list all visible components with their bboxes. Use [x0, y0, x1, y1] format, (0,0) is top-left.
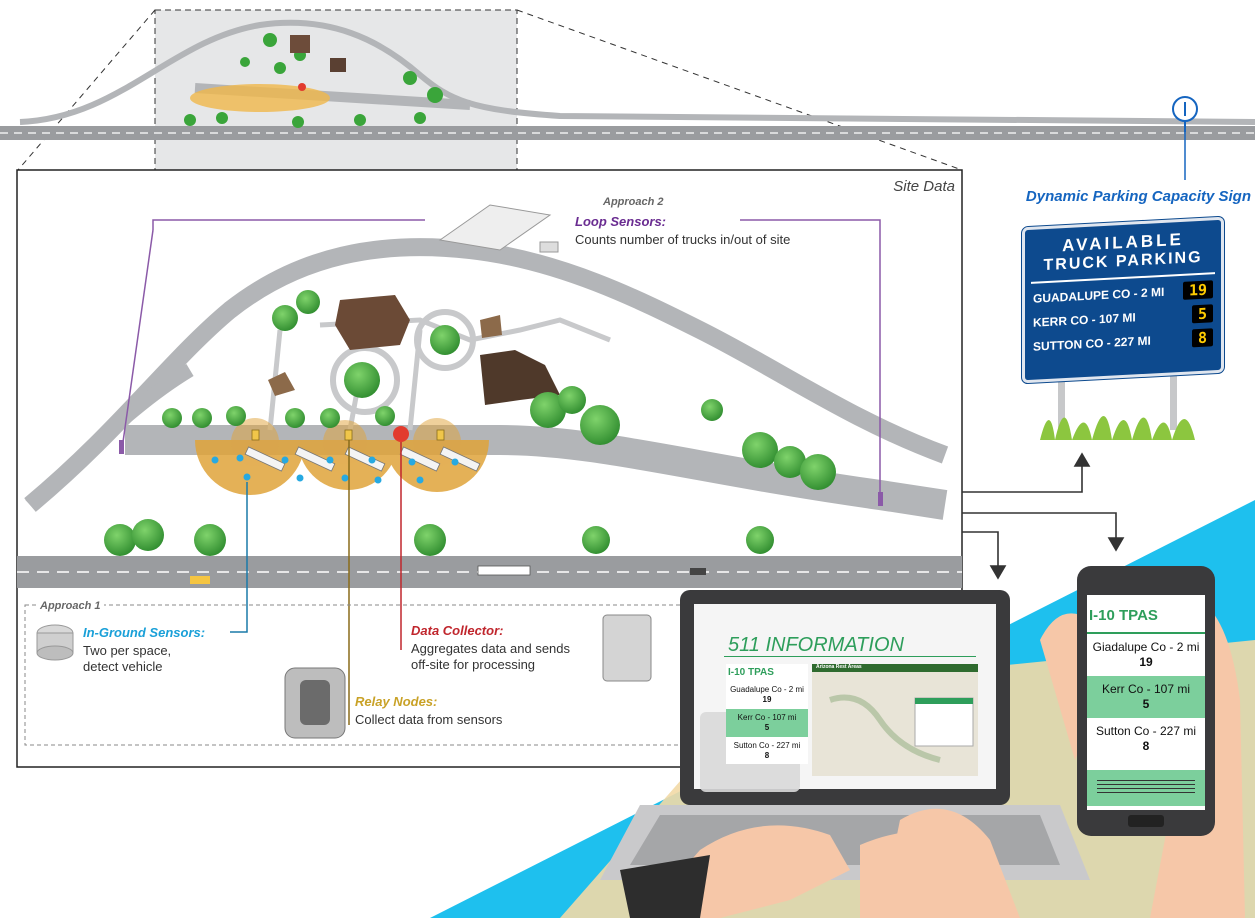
data-collector-dot: [393, 426, 409, 442]
in-ground-sensors-desc-1: Two per space,: [83, 643, 172, 658]
in-ground-sensors-desc-2: detect vehicle: [83, 659, 163, 674]
phone-row-name: Giadalupe Co - 2 mi: [1092, 640, 1200, 654]
sign-row-guadalupe: GUADALUPE CO - 2 MI 19: [1033, 280, 1213, 307]
sign-row-count: 8: [1191, 328, 1213, 348]
overview-strip: [0, 9, 1255, 180]
data-collector-desc-1: Aggregates data and sends: [411, 641, 571, 656]
laptop-screen-divider: [724, 656, 976, 657]
laptop-row-sutton: Sutton Co - 227 mi 8: [726, 737, 808, 765]
phone-brand: I-10 TPAS: [1087, 595, 1205, 634]
loop-sensors-title: Loop Sensors:: [575, 214, 667, 229]
laptop-row-guadalupe: Guadalupe Co - 2 mi 19: [726, 681, 808, 709]
sign-row-count: 19: [1182, 280, 1213, 300]
approach-1-label: Approach 1: [37, 600, 104, 612]
site-panel-title: Site Data: [893, 178, 955, 195]
laptop-row-name: Sutton Co - 227 mi: [733, 741, 801, 750]
approach-2-label: Approach 2: [603, 196, 664, 208]
phone-row-count: 8: [1142, 739, 1150, 753]
sign-row-name: GUADALUPE CO - 2 MI: [1033, 284, 1165, 306]
phone-row-kerr: Kerr Co - 107 mi 5: [1087, 676, 1205, 718]
site-map: [17, 204, 962, 746]
laptop-screen-header: 511 INFORMATION: [728, 634, 904, 656]
loop-sensors-desc: Counts number of trucks in/out of site: [575, 232, 791, 247]
laptop-row-kerr: Kerr Co - 107 mi 5: [726, 709, 808, 737]
phone-screen: I-10 TPAS Giadalupe Co - 2 mi 19 Kerr Co…: [1087, 595, 1205, 806]
flow-arrows: [962, 452, 1125, 580]
relay-nodes-title: Relay Nodes:: [355, 694, 438, 709]
laptop-row-name: Guadalupe Co - 2 mi: [730, 685, 804, 694]
laptop-row-name: Kerr Co - 107 mi: [737, 713, 797, 722]
in-ground-sensors-title: In-Ground Sensors:: [83, 625, 206, 640]
phone-row-sutton: Sutton Co - 227 mi 8: [1087, 718, 1205, 760]
laptop-row-count: 8: [764, 751, 770, 760]
phone-row-name: Sutton Co - 227 mi: [1095, 724, 1197, 738]
data-collector-desc-2: off-site for processing: [411, 657, 536, 672]
sign-row-count: 5: [1191, 304, 1213, 324]
phone-menu-icon[interactable]: [1087, 770, 1205, 806]
laptop-row-count: 5: [764, 723, 770, 732]
laptop-row-count: 19: [762, 695, 772, 704]
data-collector-title: Data Collector:: [411, 623, 504, 638]
parking-sign: AVAILABLE TRUCK PARKING GUADALUPE CO - 2…: [1022, 216, 1224, 384]
sign-row-sutton: SUTTON CO - 227 MI 8: [1033, 328, 1213, 355]
phone-row-count: 5: [1142, 697, 1150, 711]
laptop-map-title: Arizona Rest Areas: [816, 664, 862, 670]
phone-row-name: Kerr Co - 107 mi: [1101, 682, 1191, 696]
sign-row-name: KERR CO - 107 MI: [1033, 310, 1136, 330]
sign-row-kerr: KERR CO - 107 MI 5: [1033, 304, 1213, 331]
laptop-panel: I-10 TPAS Guadalupe Co - 2 mi 19 Kerr Co…: [726, 664, 808, 764]
sign-caption: Dynamic Parking Capacity Sign: [1025, 188, 1251, 205]
laptop-brand: I-10 TPAS: [728, 667, 774, 678]
sign-structure: [1040, 360, 1195, 440]
phone-row-guadalupe: Giadalupe Co - 2 mi 19: [1087, 634, 1205, 676]
relay-nodes-desc: Collect data from sensors: [355, 712, 503, 727]
phone-row-count: 19: [1139, 655, 1153, 669]
sign-row-name: SUTTON CO - 227 MI: [1033, 333, 1151, 354]
